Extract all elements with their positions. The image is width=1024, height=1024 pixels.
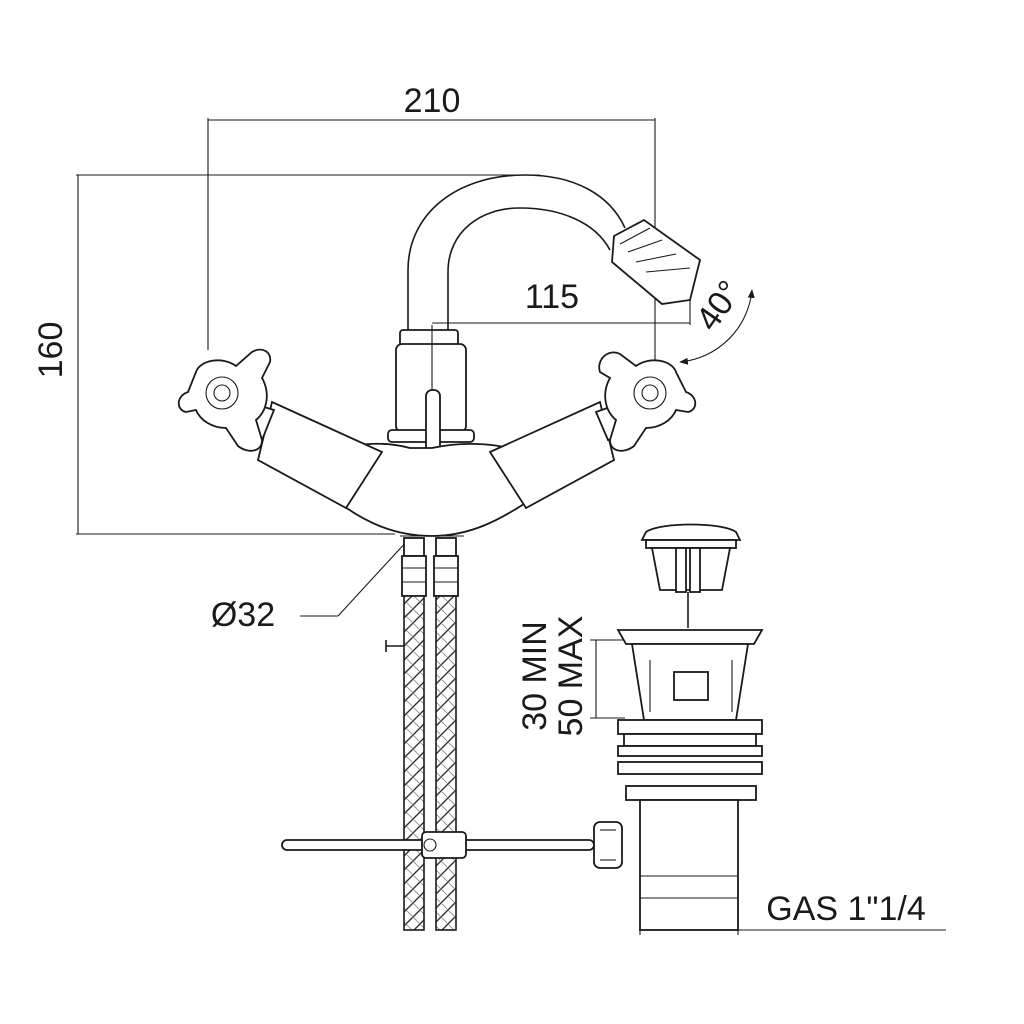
left-handle xyxy=(177,348,384,510)
dimension-deck-thickness: 30 MIN 50 MAX xyxy=(516,616,625,737)
deck-thickness-min-label: 30 MIN xyxy=(516,621,554,731)
dimension-115-label: 115 xyxy=(525,278,579,316)
right-handle xyxy=(488,351,697,510)
supply-hoses xyxy=(385,537,459,931)
dimension-waste-thread: GAS 1"1/4 xyxy=(639,880,946,935)
dimension-210-label: 210 xyxy=(404,82,461,120)
right-hose xyxy=(435,595,457,931)
popup-linkage xyxy=(281,821,623,869)
deck-thickness-max-label: 50 MAX xyxy=(552,616,590,737)
nozzle xyxy=(611,218,702,305)
swivel-angle-label: 40° xyxy=(689,274,750,338)
dimension-160-label: 160 xyxy=(32,322,70,379)
dimension-160: 160 xyxy=(32,174,540,535)
dimension-diameter-label: Ø32 xyxy=(211,596,275,634)
faucet-spout xyxy=(407,174,702,335)
waste-thread-label: GAS 1"1/4 xyxy=(766,890,926,928)
dimension-diameter: Ø32 xyxy=(211,539,409,634)
dimension-210: 210 xyxy=(207,82,656,365)
waste-assembly xyxy=(616,523,764,931)
left-hose xyxy=(403,595,425,931)
